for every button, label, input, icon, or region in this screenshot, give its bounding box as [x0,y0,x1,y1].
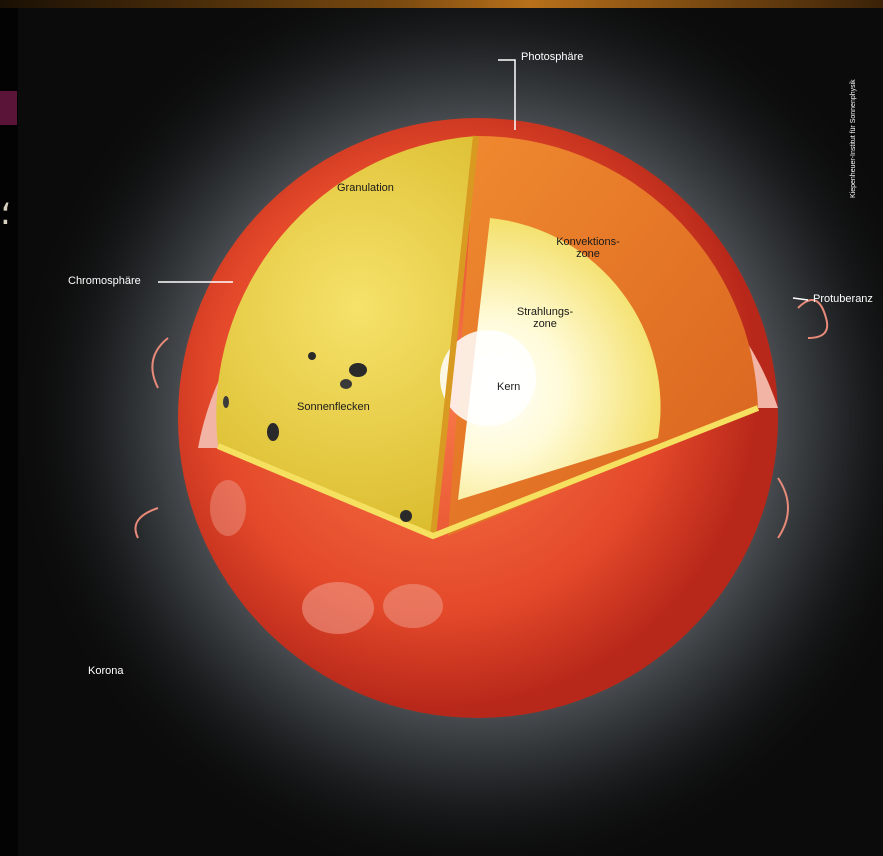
decorative-glyph: ؛ [0,196,11,230]
label-chromosphere: Chromosphäre [68,275,141,287]
faculae-region [210,480,246,536]
label-sunspots: Sonnenflecken [297,401,370,413]
slide-left-frame [0,0,18,856]
label-granulation: Granulation [337,182,394,194]
image-credit: Kiepenheuer-Institut für Sonnenphysik [850,79,857,198]
label-core: Kern [497,381,520,393]
label-convection-line2: zone [556,248,620,260]
label-corona: Korona [88,665,123,677]
label-prominence: Protuberanz [813,293,873,305]
label-radiation-line1: Strahlungs- [515,306,575,318]
slide-top-frame [0,0,883,8]
faculae-region [383,584,443,628]
label-convection-zone: Konvektions- zone [556,236,620,260]
label-photosphere: Photosphäre [521,51,583,63]
slide-accent-bar [0,91,17,125]
label-radiation-zone: Strahlungs- zone [515,306,575,330]
label-convection-line1: Konvektions- [556,236,620,248]
label-radiation-line2: zone [515,318,575,330]
sun-cross-section-illustration [18,8,883,856]
faculae-region [302,582,374,634]
